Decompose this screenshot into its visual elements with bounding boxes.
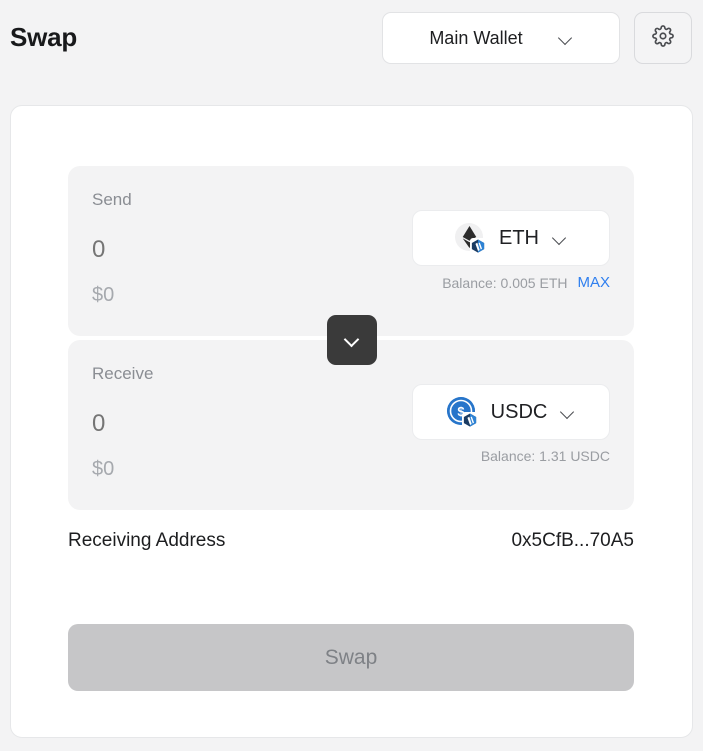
receive-panel: Receive $0 $ [68,340,634,510]
receiving-address-row: Receiving Address 0x5CfB...70A5 [68,530,634,552]
svg-text:$: $ [457,404,465,419]
chevron-down-icon [553,231,567,245]
page-header: Swap Main Wallet [0,0,703,95]
max-button[interactable]: MAX [577,274,610,291]
receiving-address-label: Receiving Address [68,530,226,551]
arbitrum-chain-icon [470,238,486,254]
send-fiat-value: $0 [92,284,115,306]
usdc-token-icon: $ [446,397,478,428]
send-balance-row: Balance: 0.005 ETH MAX [442,274,610,291]
receive-balance-text: Balance: 1.31 USDC [480,448,610,464]
page-title: Swap [10,22,78,52]
swap-card: Send $0 [10,105,693,738]
send-balance-text: Balance: 0.005 ETH [442,274,568,291]
receive-token-selector[interactable]: $ USDC [412,384,610,440]
receiving-address-value[interactable]: 0x5CfB...70A5 [511,530,634,551]
chevron-down-icon [559,31,573,45]
send-panel: Send $0 [68,166,634,336]
send-token-symbol: ETH [499,226,539,249]
send-token-selector[interactable]: ETH [412,210,610,266]
swap-direction-toggle[interactable] [327,315,377,365]
wallet-selector-label: Main Wallet [429,27,523,48]
receive-amount-input[interactable] [92,410,392,438]
arbitrum-chain-icon [461,412,478,428]
send-amount-input[interactable] [92,236,392,264]
gear-icon [652,24,674,52]
wallet-selector[interactable]: Main Wallet [382,12,620,64]
receive-label: Receive [92,364,154,383]
swap-submit-button[interactable]: Swap [68,624,634,691]
chevron-down-icon [561,405,575,419]
receive-balance-row: Balance: 1.31 USDC [481,448,610,464]
send-label: Send [92,190,132,209]
eth-token-icon [455,223,486,254]
receive-fiat-value: $0 [92,458,115,480]
settings-button[interactable] [634,12,692,64]
receive-token-symbol: USDC [490,400,548,423]
chevron-down-icon [345,333,359,347]
